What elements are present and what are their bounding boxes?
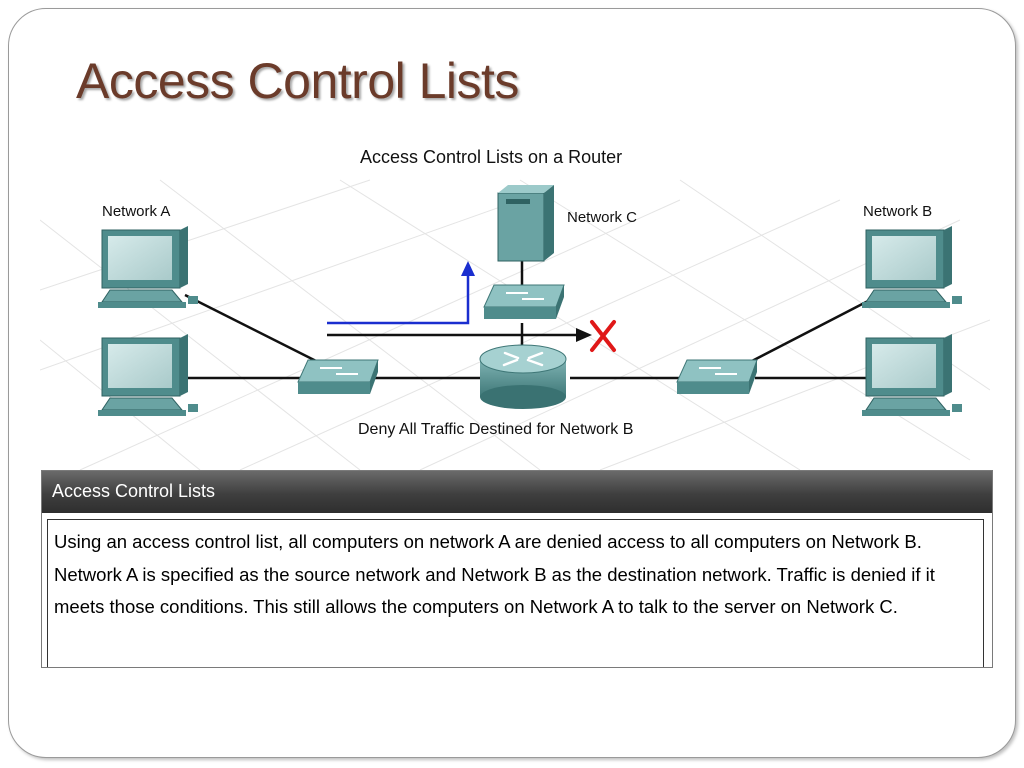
switch-icon [297, 359, 379, 395]
diagram-canvas [40, 179, 990, 470]
diagram-title: Access Control Lists on a Router [360, 147, 623, 167]
network-cables [180, 260, 871, 380]
deny-x-icon [590, 320, 616, 352]
label-network-a: Network A [102, 203, 171, 220]
computer-icon [97, 333, 199, 417]
info-panel: Access Control Lists Using an access con… [41, 470, 993, 668]
panel-body-text: Using an access control list, all comput… [47, 519, 984, 667]
label-network-b: Network B [863, 203, 933, 220]
switch-icon [483, 284, 565, 320]
router-icon [479, 344, 567, 409]
label-network-c: Network C [567, 209, 638, 226]
panel-header: Access Control Lists [42, 471, 992, 513]
allowed-traffic-arrow [327, 261, 475, 325]
server-icon [497, 185, 554, 262]
computer-icon [861, 333, 963, 417]
diagram-caption: Deny All Traffic Destined for Network B [358, 421, 634, 438]
network-diagram: Access Control Lists on a Router Network… [40, 140, 990, 470]
computer-icon [97, 225, 199, 309]
denied-traffic-arrow [327, 328, 592, 342]
slide-title: Access Control Lists [76, 53, 519, 109]
switch-icon [676, 359, 758, 395]
computer-icon [861, 225, 963, 309]
